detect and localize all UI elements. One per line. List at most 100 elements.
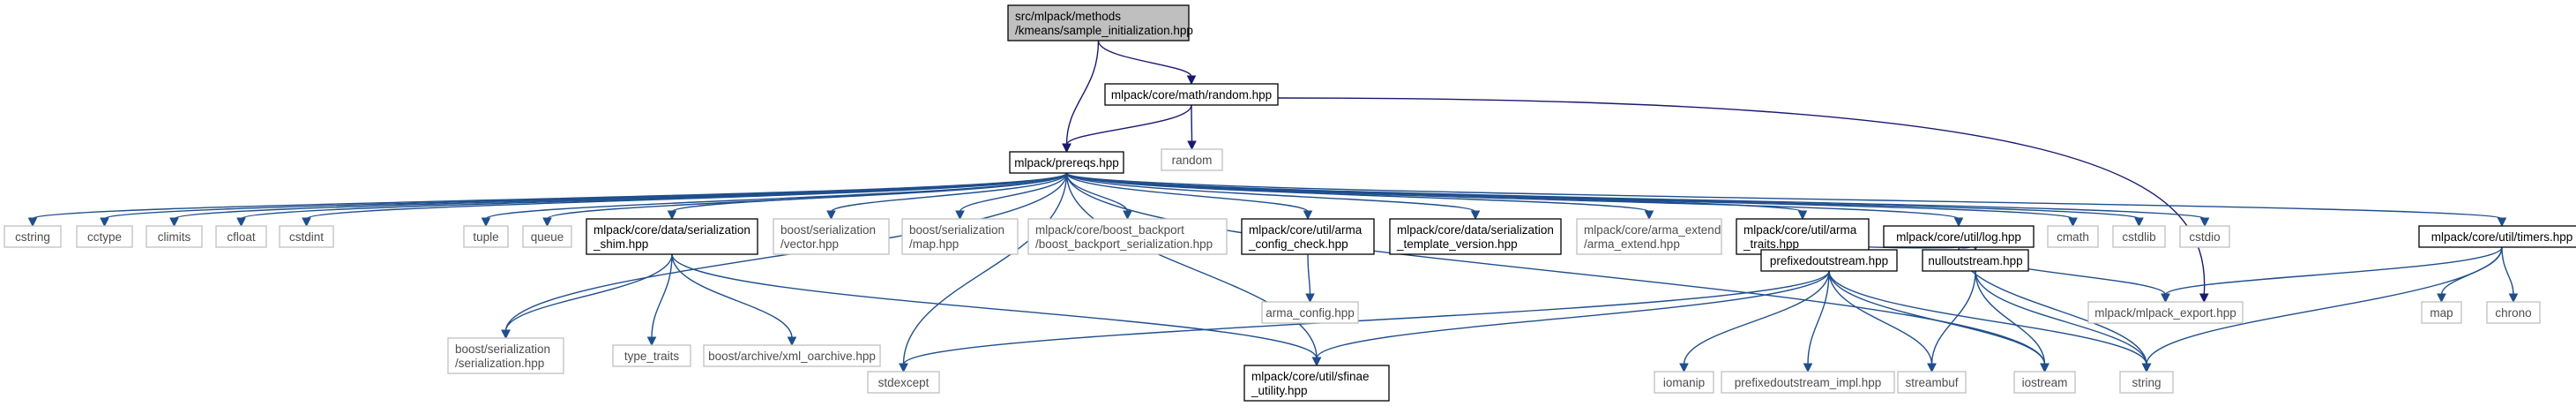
node-label-line: _utility.hpp bbox=[1251, 384, 1308, 397]
node-ser-shim[interactable]: mlpack/core/data/serialization_shim.hpp bbox=[586, 218, 758, 255]
edge-nullout-to-string bbox=[1975, 270, 2152, 373]
node-label-line: mlpack/core/util/arma bbox=[1743, 223, 1857, 237]
edge-line bbox=[504, 253, 673, 332]
edge-line bbox=[1277, 97, 2206, 296]
node-box bbox=[2486, 301, 2541, 324]
edge-line bbox=[1065, 172, 2140, 220]
node-label-line: /serialization.hpp bbox=[455, 357, 544, 370]
edge-random-hpp-to-mlpack-export bbox=[1277, 97, 2209, 304]
node-box bbox=[2179, 225, 2230, 248]
node-arma-traits[interactable]: mlpack/core/util/arma_traits.hpp bbox=[1736, 218, 1870, 255]
edge-line bbox=[1065, 172, 1650, 213]
node-ser-template[interactable]: mlpack/core/data/serialization_template_… bbox=[1389, 218, 1562, 255]
node-label-line: prefixedoutstream_impl.hpp bbox=[1735, 376, 1882, 389]
edge-line bbox=[1097, 40, 1192, 78]
edge-ser-shim-to-xml-oarchive bbox=[671, 253, 797, 347]
node-xml-oarchive: boost/archive/xml_oarchive.hpp bbox=[703, 344, 881, 367]
node-box bbox=[279, 225, 334, 248]
edge-arrowhead bbox=[1187, 140, 1197, 151]
edge-prereqs-to-ser-shim bbox=[667, 172, 1068, 221]
edges-layer bbox=[27, 40, 2519, 373]
edge-arrowhead bbox=[826, 210, 836, 221]
node-label-line: cstring bbox=[15, 230, 50, 244]
edge-prefixed-to-iomanip bbox=[1679, 270, 1830, 373]
node-box bbox=[1760, 249, 1898, 272]
node-box bbox=[2087, 301, 2244, 324]
node-label-line: mlpack/prereqs.hpp bbox=[1014, 156, 1119, 169]
edge-arrowhead bbox=[1470, 210, 1481, 221]
node-label-line: queue bbox=[531, 230, 564, 244]
node-timers[interactable]: mlpack/core/util/timers.hpp bbox=[2418, 225, 2576, 248]
node-label-line: streambuf bbox=[1905, 376, 1958, 389]
node-label-line: mlpack/core/arma_extend bbox=[1584, 223, 1721, 237]
node-box bbox=[447, 337, 564, 374]
node-boost-backport: mlpack/core/boost_backport/boost_backpor… bbox=[1027, 218, 1228, 255]
node-label-line: /arma_extend.hpp bbox=[1584, 237, 1680, 251]
edge-line bbox=[1065, 172, 1476, 213]
node-sfinae[interactable]: mlpack/core/util/sfinae_utility.hpp bbox=[1243, 365, 1390, 402]
edge-arrowhead bbox=[1797, 210, 1808, 221]
node-label-line: cstdio bbox=[2189, 230, 2220, 244]
node-box bbox=[2418, 225, 2576, 248]
edge-line bbox=[1316, 270, 1830, 359]
edge-prereqs-to-stdexcept bbox=[899, 172, 1068, 373]
edge-line bbox=[1975, 270, 2046, 365]
node-box bbox=[867, 371, 940, 394]
node-root[interactable]: src/mlpack/methods/kmeans/sample_initial… bbox=[1007, 4, 1193, 41]
node-label-line: cstdlib bbox=[2122, 230, 2155, 244]
edge-prefixed-to-prefixed-impl bbox=[1803, 270, 1830, 373]
node-label-line: _config_check.hpp bbox=[1248, 237, 1348, 251]
edge-line bbox=[103, 172, 1068, 220]
node-log-hpp[interactable]: mlpack/core/util/log.hpp bbox=[1883, 225, 2035, 248]
edge-arrowhead bbox=[169, 217, 179, 228]
edge-prereqs-to-timers bbox=[1065, 172, 2507, 228]
node-box bbox=[1009, 151, 1124, 174]
node-prefixed-impl: prefixedoutstream_impl.hpp bbox=[1721, 371, 1895, 394]
edge-prereqs-to-log-hpp bbox=[1065, 172, 1964, 228]
edge-arrowhead bbox=[2497, 217, 2507, 228]
node-label-line: boost/serialization bbox=[909, 223, 1004, 237]
node-arma-config-check[interactable]: mlpack/core/util/arma_config_check.hpp bbox=[1241, 218, 1375, 255]
edge-line bbox=[1065, 172, 2206, 220]
edge-arrowhead bbox=[1303, 210, 1313, 221]
edge-line bbox=[1683, 270, 1830, 365]
node-box bbox=[1576, 218, 1722, 255]
edge-arrowhead bbox=[2199, 217, 2210, 228]
edge-line bbox=[32, 172, 1068, 220]
node-box bbox=[1104, 83, 1279, 106]
node-label-line: iostream bbox=[2022, 376, 2068, 389]
node-random-hpp[interactable]: mlpack/core/math/random.hpp bbox=[1104, 83, 1279, 106]
node-label-line: _shim.hpp bbox=[593, 237, 648, 251]
node-label-line: /boost_backport_serialization.hpp bbox=[1035, 237, 1213, 251]
node-box bbox=[773, 218, 890, 255]
node-prereqs[interactable]: mlpack/prereqs.hpp bbox=[1009, 151, 1124, 174]
node-string: string bbox=[2119, 371, 2174, 394]
node-box bbox=[1654, 371, 1714, 394]
edge-arrowhead bbox=[1123, 210, 1132, 221]
node-box bbox=[2421, 301, 2462, 324]
edge-prereqs-to-cstdint bbox=[302, 172, 1068, 228]
edge-arrowhead bbox=[236, 217, 246, 228]
edge-line bbox=[1930, 270, 1976, 365]
node-label-line: mlpack/core/util/log.hpp bbox=[1896, 230, 2021, 244]
edge-line bbox=[1828, 270, 1933, 365]
edge-line bbox=[546, 172, 1068, 220]
edge-arrowhead bbox=[501, 329, 511, 340]
edge-line bbox=[1828, 270, 2147, 365]
node-chrono: chrono bbox=[2486, 301, 2541, 324]
node-prefixed[interactable]: prefixedoutstream.hpp bbox=[1760, 249, 1898, 272]
edge-arrowhead bbox=[1953, 217, 1964, 228]
edge-line bbox=[1065, 172, 2503, 220]
edge-arrowhead bbox=[2161, 293, 2170, 304]
node-label-line: random bbox=[1172, 154, 1213, 167]
node-label-line: cctype bbox=[87, 230, 122, 244]
node-box bbox=[1897, 371, 1967, 394]
node-label-line: type_traits bbox=[624, 350, 680, 363]
node-box bbox=[1161, 148, 1223, 171]
node-box bbox=[703, 344, 881, 367]
edge-arrowhead bbox=[787, 336, 797, 347]
node-label-line: mlpack/core/util/arma bbox=[1249, 223, 1363, 237]
node-nullout[interactable]: nulloutstream.hpp bbox=[1922, 249, 2029, 272]
edge-line bbox=[2164, 246, 2503, 296]
node-box bbox=[2112, 225, 2166, 248]
